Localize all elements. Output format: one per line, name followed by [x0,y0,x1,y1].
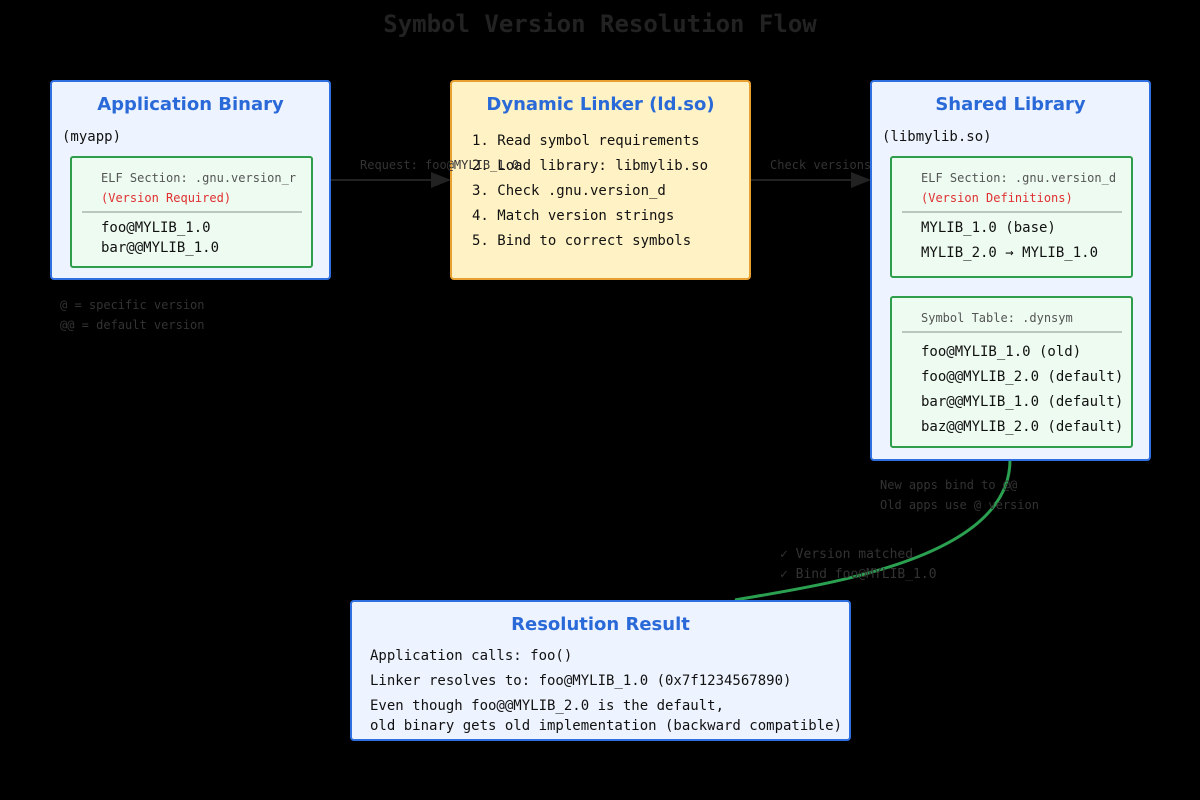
version-definition: MYLIB_1.0 (base) [921,220,1056,236]
section-label: ELF Section: .gnu.version_d [921,171,1117,185]
version-required-section: ELF Section: .gnu.version_r (Version Req… [70,156,313,268]
linker-step: 5. Bind to correct symbols [472,233,692,249]
section-label: Symbol Table: .dynsym [921,311,1073,325]
app-binary-subtitle: (myapp) [62,129,122,145]
linker-step: 3. Check .gnu.version_d [472,183,666,199]
diagram-title: Symbol Version Resolution Flow [383,10,817,38]
legend-specific: @ = specific version [60,298,205,312]
section-label: ELF Section: .gnu.version_r [101,171,297,185]
resolution-result-box: Resolution Result Application calls: foo… [350,600,851,741]
section-divider [902,211,1122,213]
resolution-edge-label: ✓ Bind foo@MYLIB_1.0 [780,567,937,582]
library-note: Old apps use @ version [880,498,1039,512]
library-note: New apps bind to @@ [880,478,1018,492]
shared-library-box: Shared Library (libmylib.so) ELF Section… [870,80,1151,461]
legend-default: @@ = default version [60,318,205,332]
result-line: old binary gets old implementation (back… [370,718,843,734]
symbol-entry: foo@MYLIB_1.0 (old) [921,344,1082,360]
section-note: (Version Definitions) [921,191,1073,205]
version-entry: bar@@MYLIB_1.0 [101,240,220,256]
section-note: (Version Required) [101,191,232,205]
result-line: Even though foo@@MYLIB_2.0 is the defaul… [370,698,725,714]
dynamic-linker-title: Dynamic Linker (ld.so) [486,94,715,115]
symbol-table-section: Symbol Table: .dynsym foo@MYLIB_1.0 (old… [890,296,1133,448]
version-definitions-section: ELF Section: .gnu.version_d (Version Def… [890,156,1133,278]
resolution-curve [734,459,1012,602]
linker-step: 2. Load library: libmylib.so [472,158,709,174]
result-line: Linker resolves to: foo@MYLIB_1.0 (0x7f1… [370,673,792,689]
linker-step: 1. Read symbol requirements [472,133,700,149]
symbol-entry: bar@@MYLIB_1.0 (default) [921,394,1124,410]
check-edge-label: Check versions [770,158,872,172]
shared-library-subtitle: (libmylib.so) [882,129,992,145]
result-line: Application calls: foo() [370,648,573,664]
resolution-edge-label: ✓ Version matched [780,547,914,562]
section-divider [902,331,1122,333]
request-edge-label: Request: foo@MYLIB_1.0 [360,158,519,172]
section-divider [82,211,302,213]
version-entry: foo@MYLIB_1.0 [101,220,211,236]
shared-library-title: Shared Library [935,94,1086,115]
dynamic-linker-box: Dynamic Linker (ld.so) 1. Read symbol re… [450,80,751,280]
resolution-result-title: Resolution Result [511,614,690,635]
app-binary-title: Application Binary [97,94,284,115]
linker-step: 4. Match version strings [472,208,675,224]
symbol-entry: baz@@MYLIB_2.0 (default) [921,419,1124,435]
symbol-entry: foo@@MYLIB_2.0 (default) [921,369,1124,385]
app-binary-box: Application Binary (myapp) ELF Section: … [50,80,331,280]
version-definition: MYLIB_2.0 → MYLIB_1.0 [921,245,1099,261]
